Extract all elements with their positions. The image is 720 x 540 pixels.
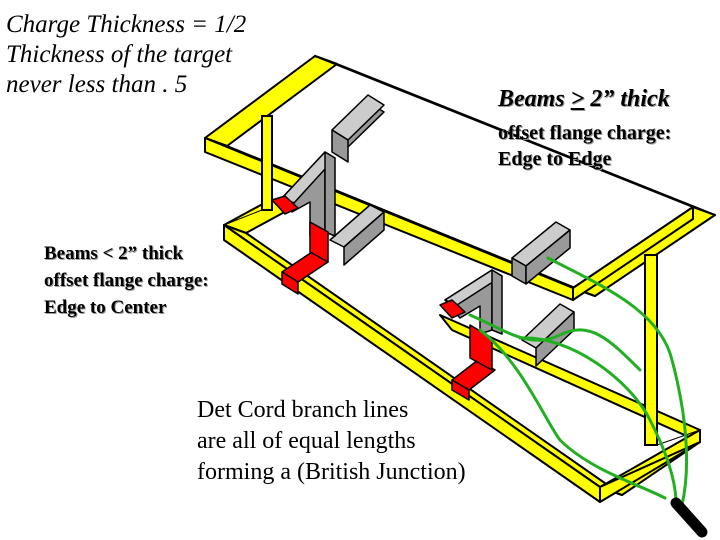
structure-outline <box>223 209 701 446</box>
edge-line-2 <box>656 429 701 446</box>
beams-light-line-2: offset flange charge: <box>44 270 209 291</box>
bracket-mid-left <box>329 204 385 266</box>
bracket-upper-left <box>331 94 385 163</box>
beams-heavy-suffix: 2” thick <box>584 86 670 112</box>
beams-heavy-line-2: Edge to Edge <box>498 148 612 170</box>
beams-heavy-line-1: offset flange charge: <box>498 122 672 144</box>
vertical-posts <box>261 115 658 446</box>
det-cord-line-3: forming a (British Junction) <box>197 459 466 485</box>
charge-thickness-line-3: never less than . 5 <box>6 71 188 98</box>
det-cord-upper-branch <box>546 256 689 507</box>
beams-heavy-note: offset flange charge: Edge to Edge <box>498 120 671 172</box>
det-cord-mid-branch <box>518 336 678 502</box>
det-cord-lower-branch <box>478 328 667 500</box>
edge-line-1 <box>223 209 263 226</box>
beams-light-line-1: Beams < 2” thick <box>44 243 184 264</box>
beams-heavy-heading: Beams > 2” thick <box>498 84 670 114</box>
charge-thickness-line-2: Thickness of the target <box>6 41 233 68</box>
angle-left <box>281 151 336 237</box>
charge-left-front <box>281 271 299 295</box>
lower-frame <box>223 199 701 503</box>
post-left <box>261 115 273 211</box>
det-cord <box>468 256 689 507</box>
charge-right-front <box>451 379 470 401</box>
beams-light-line-3: Edge to Center <box>44 297 167 318</box>
post-right <box>644 254 658 446</box>
beams-light-note: Beams < 2” thick offset flange charge: E… <box>44 240 209 321</box>
det-cord-line-2: are all of equal lengths <box>197 428 416 454</box>
charge-thickness-line-1: Charge Thickness = 1/2 <box>6 11 247 38</box>
charges <box>271 195 496 401</box>
charge-left-upright <box>309 221 329 263</box>
det-cord-left-branch <box>468 313 642 372</box>
upper-side-beam-face <box>572 206 694 301</box>
greater-equal-symbol: > <box>570 86 585 112</box>
beams-heavy-prefix: Beams <box>498 86 571 112</box>
charge-thickness-note: Charge Thickness = 1/2 Thickness of the … <box>6 10 246 100</box>
det-cord-note: Det Cord branch lines are all of equal l… <box>197 395 466 488</box>
det-cord-line-1: Det Cord branch lines <box>197 397 409 423</box>
detonator-body <box>670 497 708 538</box>
detonator-icon <box>670 497 708 538</box>
charge-small-left <box>271 195 299 215</box>
charge-small-right <box>439 299 466 319</box>
